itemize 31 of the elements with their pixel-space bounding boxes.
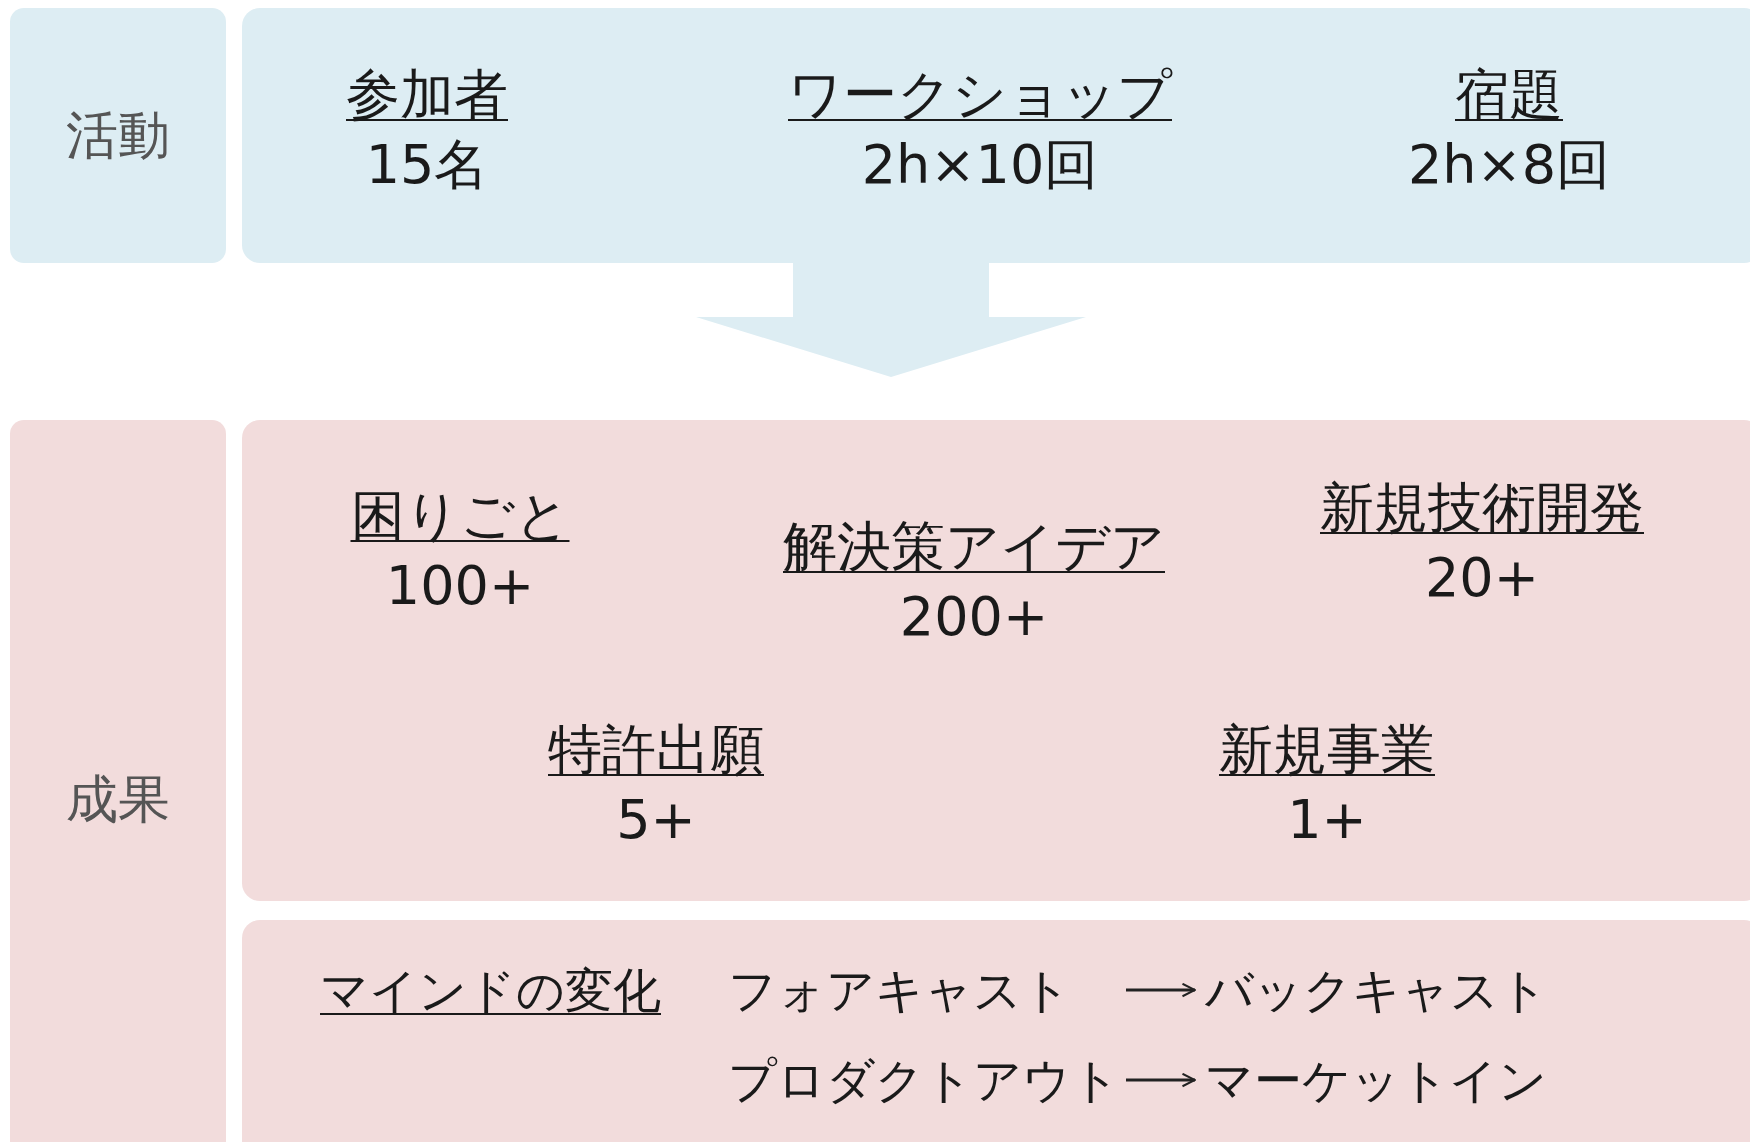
metric-heading: 宿題 — [1455, 62, 1563, 128]
metric-heading: ワークショップ — [788, 62, 1172, 128]
metric-value: 15名 — [365, 132, 489, 198]
mindset-term: フォアキャスト — [728, 961, 1071, 1020]
metric-value: 200+ — [899, 584, 1049, 650]
metric-value: 100+ — [385, 553, 535, 619]
metric-heading: 新規事業 — [1219, 717, 1435, 783]
block-arrow — [696, 263, 1086, 377]
metric-heading: 解決策アイデア — [783, 514, 1165, 580]
metric-heading: 参加者 — [346, 62, 508, 128]
category-label: 成果 — [66, 768, 170, 831]
mindset-term: プロダクトアウト — [728, 1051, 1120, 1110]
metric-heading: 特許出願 — [548, 717, 764, 783]
metric-heading: 困りごと — [350, 483, 570, 549]
metric-value: 20+ — [1425, 545, 1539, 611]
category-label: 活動 — [66, 103, 170, 167]
metric-heading: 新規技術開発 — [1320, 475, 1644, 541]
mindset-term: マーケットイン — [1205, 1051, 1547, 1110]
metric-value: 5+ — [616, 787, 696, 853]
panel-background — [242, 420, 1750, 901]
category-box — [10, 420, 226, 1142]
metric-value: 2h×10回 — [861, 132, 1099, 198]
arrow — [1126, 1072, 1196, 1088]
category-box — [10, 8, 226, 263]
metric-value: 2h×8回 — [1407, 132, 1611, 198]
metric-value: 1+ — [1287, 787, 1367, 853]
mindset-term: バックキャスト — [1205, 961, 1548, 1020]
panel-background — [242, 8, 1750, 263]
arrow — [1126, 982, 1196, 998]
section-heading: マインドの変化 — [320, 961, 661, 1020]
panel-background — [242, 920, 1750, 1142]
